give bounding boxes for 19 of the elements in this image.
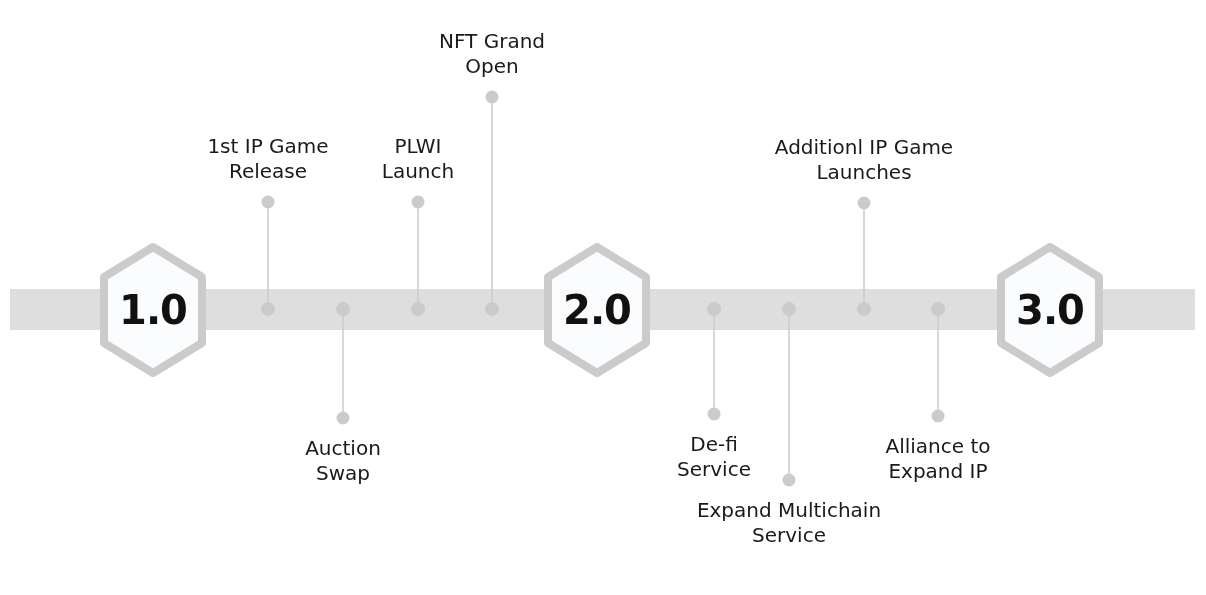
leader-line [336,315,350,425]
milestone-label: Auction Swap [304,436,382,486]
leader-line [261,195,275,303]
version-number: 1.0 [119,287,187,333]
leader-line [782,315,796,487]
milestone-label: 1st IP Game Release [206,134,330,184]
milestone-label: De-fi Service [676,432,752,482]
milestone-label: Alliance to Expand IP [884,434,992,484]
milestone-label: Expand Multichain Service [695,498,883,548]
milestone-label: PLWI Launch [380,134,456,184]
leader-line [857,196,871,303]
leader-line [707,315,721,421]
version-number: 3.0 [1016,287,1084,333]
milestone-label: NFT Grand Open [437,29,546,79]
leader-line [411,195,425,303]
version-number: 2.0 [563,287,631,333]
leader-line [485,90,499,303]
milestone-label: Additionl IP Game Launches [773,135,955,185]
leader-line [931,315,945,423]
